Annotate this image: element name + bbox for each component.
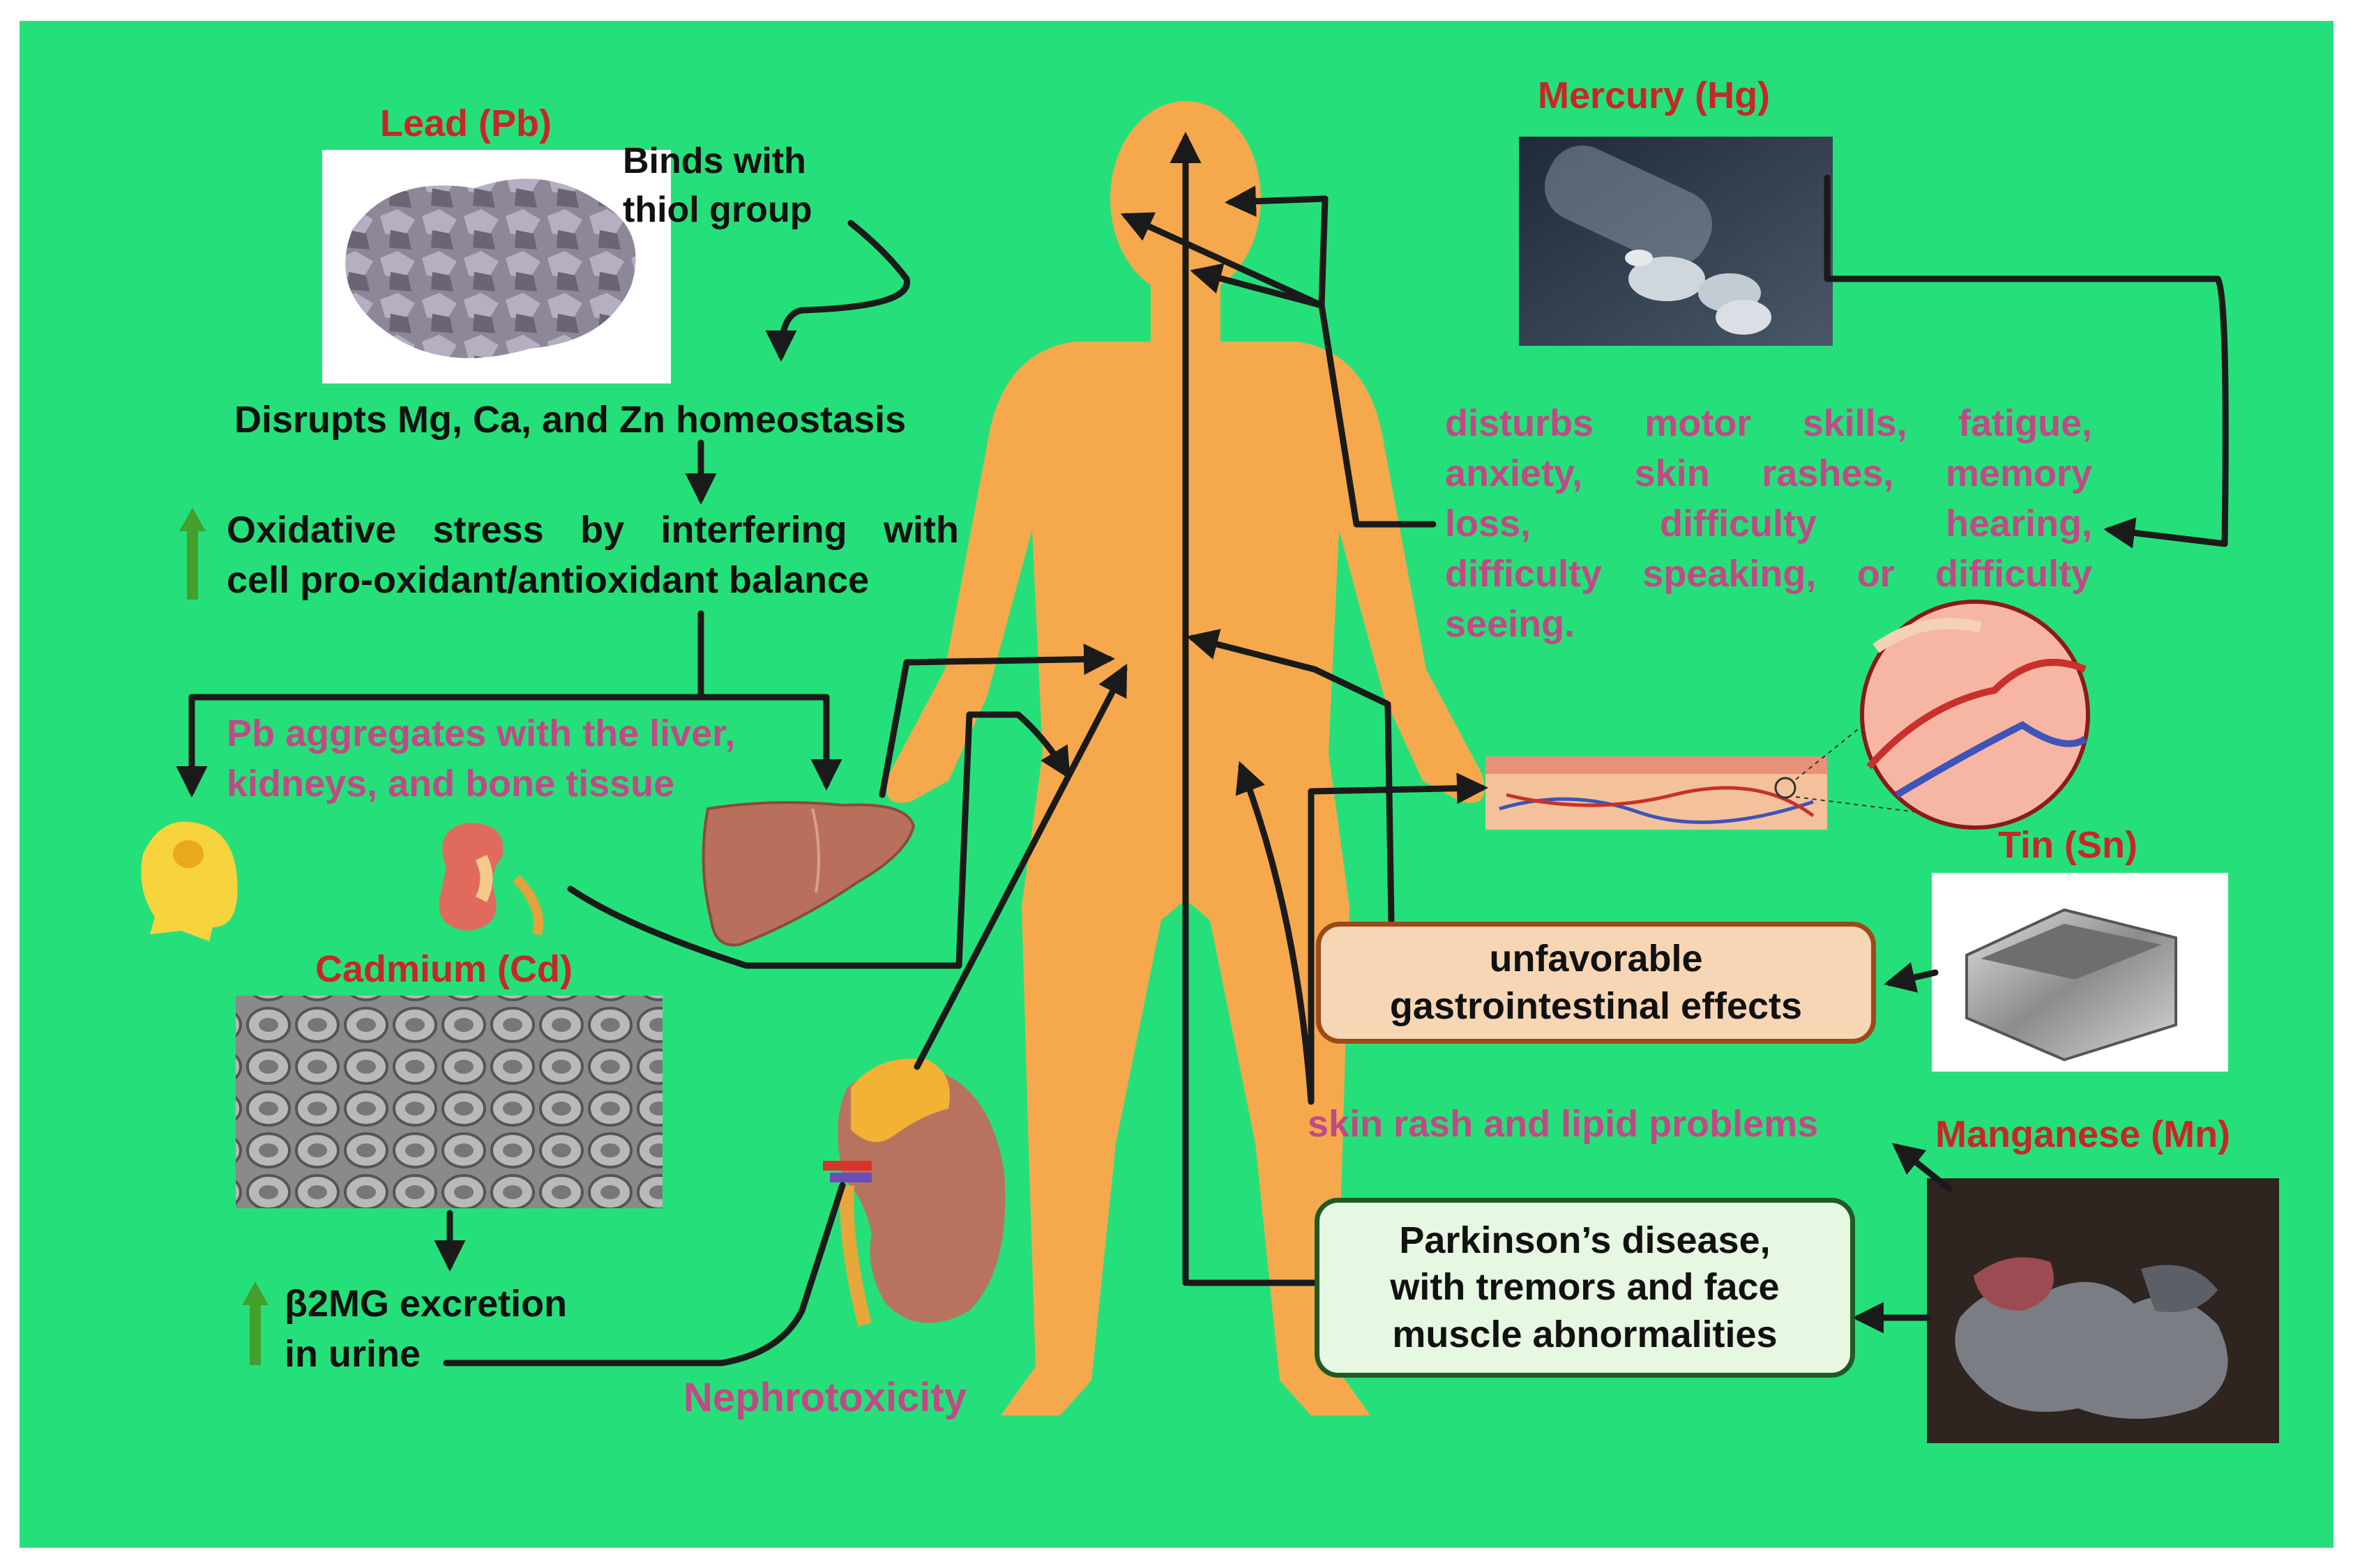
parkinson-line3: muscle abnormalities (1392, 1313, 1778, 1355)
arrow-effects-to-head-1 (1120, 212, 1437, 528)
lead-label: Lead (Pb) (380, 102, 552, 144)
mercury-effects-line5: seeing. (1445, 603, 1575, 645)
arrow-effects-to-head-3 (1225, 185, 1329, 309)
mercury-label: Mercury (Hg) (1538, 75, 1771, 116)
large-kidney-icon (823, 1058, 1006, 1327)
bone-cell-icon (141, 821, 238, 941)
mercury-effects-line2: anxiety, skin rashes, memory (1445, 452, 2092, 494)
skin-magnified-image (1795, 600, 2090, 830)
mercury-image (1519, 137, 1833, 346)
increase-arrow-icon (179, 508, 206, 600)
lead-binds-line2: thiol group (623, 190, 812, 230)
manganese-skin-effect: skin rash and lipid problems (1308, 1103, 1819, 1145)
arrow-skin-effect-to-skin (1308, 772, 1488, 1105)
tin-label: Tin (Sn) (1998, 824, 2138, 866)
lead-oxidative-line1: Oxidative stress by interfering with (227, 509, 959, 551)
arrow-kidney-to-body (567, 711, 1070, 969)
tin-effect-box: unfavorable gastrointestinal effects (1316, 922, 1876, 1044)
parkinson-line2: with tremors and face (1390, 1266, 1780, 1309)
arrow-liver-to-body (879, 644, 1115, 798)
liver-icon (702, 801, 916, 947)
mercury-effects-line4: difficulty speaking, or difficulty (1445, 553, 2092, 595)
arrow-mercury-to-effects (1824, 174, 2229, 549)
arrow-tin-effect-to-body (1186, 629, 1395, 924)
parkinson-line1: Parkinson’s disease, (1399, 1219, 1771, 1261)
manganese-label: Manganese (Mn) (1935, 1113, 2231, 1155)
arrow-skin-effect-to-body (1235, 761, 1315, 1105)
nephrotoxicity-text: Nephrotoxicity (683, 1375, 967, 1420)
cadmium-label: Cadmium (Cd) (315, 948, 573, 990)
cadmium-excretion-line1: β2MG excretion (285, 1283, 568, 1325)
increase-arrow-icon (242, 1281, 268, 1365)
arrow-tin-to-effect (1884, 961, 1939, 993)
lead-aggregates-line1: Pb aggregates with the liver, (227, 713, 736, 754)
arrow-oxidative-branch (188, 610, 830, 701)
cadmium-excretion-line2: in urine (285, 1333, 421, 1375)
lead-ore-image (345, 178, 636, 358)
tin-effect-line1: unfavorable (1489, 938, 1703, 980)
arrow-excretion-to-kidney (443, 1182, 846, 1367)
lead-binds-line1: Binds with (623, 141, 806, 181)
skin-section-image (1485, 756, 1827, 830)
lead-aggregates-line2: kidneys, and bone tissue (227, 763, 675, 805)
arrow-manganese-to-skin-effect (1891, 1143, 1953, 1192)
cadmium-image (236, 996, 663, 1208)
parkinson-effect-box: Parkinson’s disease, with tremors and fa… (1315, 1198, 1855, 1378)
mercury-effects-line1: disturbs motor skills, fatigue, (1445, 402, 2092, 444)
arrow-kidney-to-body-2 (914, 664, 1128, 1070)
arrow-effects-to-head-2 (1190, 263, 1325, 309)
lead-oxidative-line2: cell pro-oxidant/antioxidant balance (227, 559, 870, 601)
tin-effect-line2: gastrointestinal effects (1389, 984, 1803, 1027)
small-kidney-icon (439, 823, 543, 936)
mercury-effects-line3: loss, difficulty hearing, (1445, 503, 2092, 545)
arrow-thiol-to-disrupts (765, 220, 911, 362)
lead-disrupts-text: Disrupts Mg, Ca, and Zn homeostasis (234, 399, 907, 441)
